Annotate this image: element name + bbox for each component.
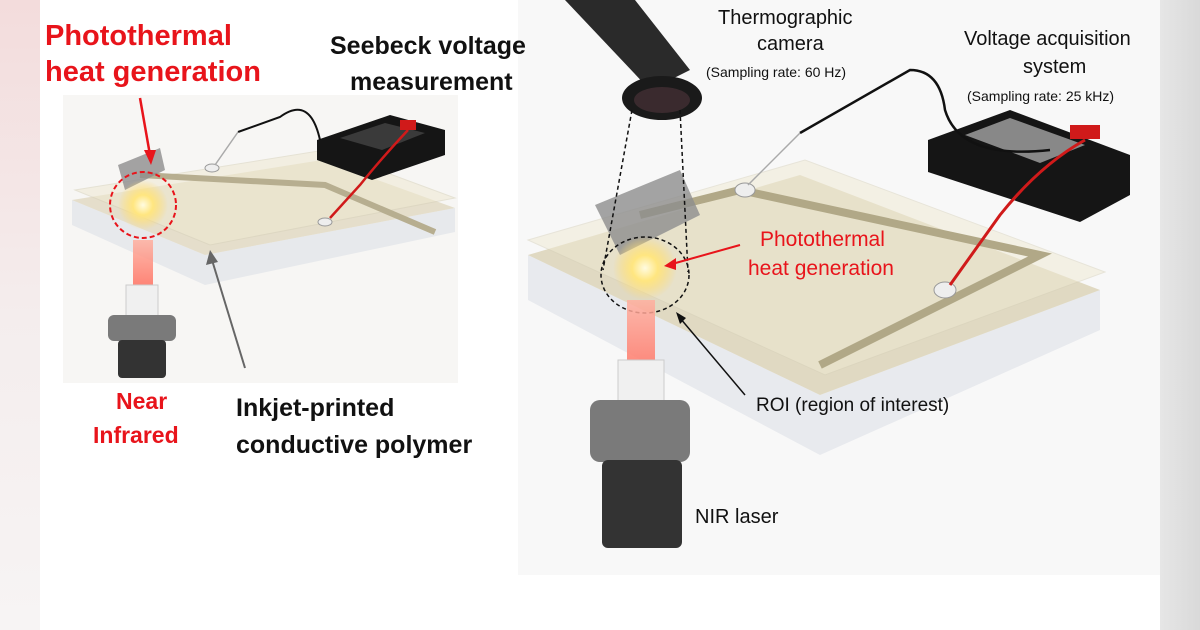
fov-line-left (602, 109, 633, 271)
camera-body (565, 0, 690, 90)
polymer-arrowhead (206, 250, 218, 265)
red-terminal (400, 120, 416, 130)
laser-collar (590, 400, 690, 462)
heat-arrow (671, 244, 741, 265)
heat-arrow (138, 97, 152, 156)
fov-line-right (679, 109, 689, 273)
heat-arrowhead (664, 258, 676, 270)
nir-label-line1: Near (116, 388, 168, 414)
probe-wire (747, 132, 801, 186)
right-heat-label-line1: Photothermal (760, 228, 885, 251)
laser-body (118, 340, 166, 378)
nir-beam (133, 240, 153, 290)
red-terminal (1070, 125, 1100, 139)
camera-label-line1: Thermographic (718, 7, 853, 29)
lens-glass (634, 87, 690, 113)
black-probe (237, 108, 321, 141)
electrode-contact (317, 217, 333, 227)
right-scene (518, 0, 1160, 575)
polymer-label-line2: conductive polymer (236, 431, 473, 459)
electrode-contact (204, 163, 220, 173)
roi-arrow (679, 317, 746, 396)
polymer-label-line1: Inkjet-printed (236, 394, 395, 422)
left-heat-label-line2: heat generation (45, 56, 261, 88)
probe-wire (214, 131, 239, 166)
nir-label-line2: Infrared (93, 422, 179, 448)
seebeck-label-line1: Seebeck voltage (330, 32, 526, 60)
laser-body (602, 460, 682, 548)
heat-circle (109, 171, 177, 239)
daq-label-line2: system (1023, 56, 1087, 78)
daq-face (965, 118, 1085, 163)
heat-spot (118, 180, 168, 230)
roi-arrowhead (676, 312, 686, 324)
mask-block (595, 170, 700, 255)
laser-collar (108, 315, 176, 341)
nir-laser-label: NIR laser (695, 506, 779, 528)
substrate-slab (72, 200, 455, 285)
camera-label-line2: camera (757, 33, 824, 55)
left-scene (63, 95, 458, 383)
polymer-arrow (211, 259, 246, 369)
daq-sampling-rate: (Sampling rate: 25 kHz) (967, 88, 1115, 104)
left-border (0, 0, 40, 630)
heat-spot (613, 236, 677, 300)
left-heat-label-line1: Photothermal (45, 20, 232, 52)
camera-sampling-rate: (Sampling rate: 60 Hz) (706, 64, 847, 80)
heat-arrowhead (144, 150, 156, 165)
right-border (1160, 0, 1200, 630)
printed-trace (139, 172, 437, 235)
roi-label: ROI (region of interest) (756, 395, 950, 416)
red-probe (329, 129, 409, 219)
mask-block (118, 148, 165, 190)
right-heat-label-line2: heat generation (748, 257, 894, 280)
daq-label-line1: Voltage acquisition (964, 28, 1131, 50)
seebeck-label-line2: measurement (350, 68, 513, 96)
red-probe (948, 138, 1086, 286)
electrode-contact (933, 281, 957, 299)
black-probe (799, 68, 1051, 153)
electrode-contact (734, 182, 756, 198)
